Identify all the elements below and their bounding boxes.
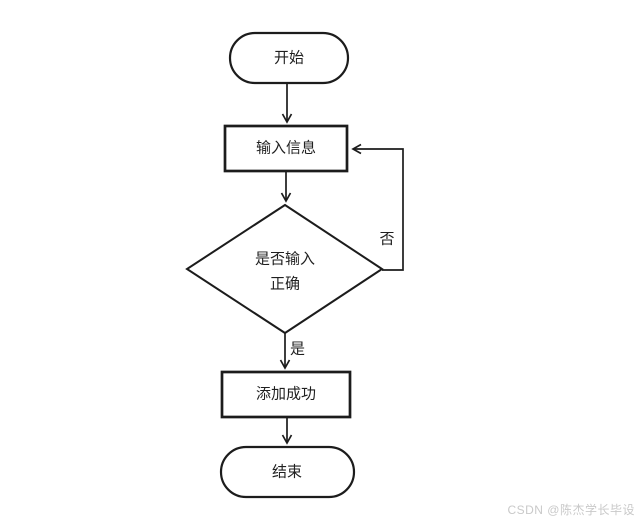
nodes: 开始 输入信息 是否输入 正确 添加成功 结束 bbox=[185, 31, 384, 499]
node-success-shape bbox=[220, 370, 352, 419]
edges bbox=[279, 83, 404, 445]
node-decision-label-line2: 正确 bbox=[270, 276, 300, 293]
node-start-label: 开始 bbox=[274, 50, 304, 67]
node-success-label: 添加成功 bbox=[256, 386, 316, 403]
node-decision-shape bbox=[185, 203, 384, 335]
node-decision-label-line1: 是否输入 bbox=[255, 251, 315, 268]
csdn-watermark: CSDN @陈杰学长毕设 bbox=[507, 503, 635, 517]
node-end-label: 结束 bbox=[272, 464, 302, 481]
node-end-shape bbox=[219, 445, 356, 499]
node-start-shape bbox=[228, 31, 350, 85]
edge-no-label: 否 bbox=[379, 231, 394, 248]
node-input-shape bbox=[223, 124, 349, 173]
edge-yes-label: 是 bbox=[290, 341, 305, 358]
node-input-label: 输入信息 bbox=[256, 140, 316, 157]
edge-decision-no-loop bbox=[351, 143, 404, 271]
